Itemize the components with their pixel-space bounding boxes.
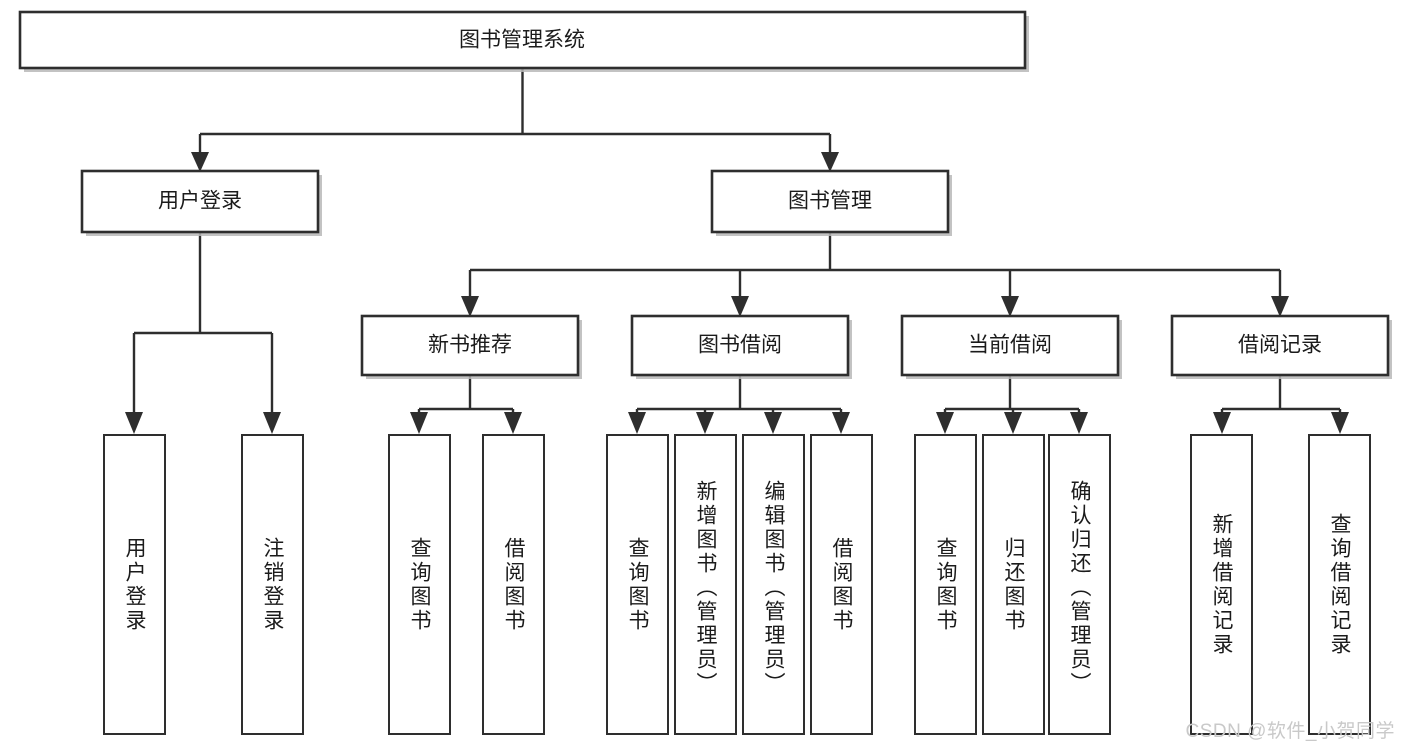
arrowhead-leaf-query-record: [1331, 412, 1349, 434]
leaf-node-confirm-return-admin[interactable]: 确认归还（管理员）: [1048, 434, 1111, 735]
borrow-record-rect: [1170, 314, 1390, 377]
node-root-system[interactable]: 图书管理系统: [18, 10, 1029, 72]
arrowhead-leaf-query-book-2: [628, 412, 646, 434]
root-rect: [18, 10, 1027, 70]
leaf-node-query-borrow-record[interactable]: 查询借阅记录: [1308, 434, 1371, 735]
book-borrow-label: 图书借阅: [698, 334, 782, 357]
leaf-node-query-book-borrow[interactable]: 查询图书: [606, 434, 669, 735]
leaf-label-add-book-admin: 新增图书（管理员）: [694, 479, 717, 696]
csdn-watermark: CSDN @软件_小贺同学: [1185, 721, 1395, 742]
arrowhead-current-borrow: [1001, 296, 1019, 317]
user-login-rect: [80, 169, 320, 234]
node-borrow-record[interactable]: 借阅记录: [1170, 314, 1392, 379]
leaf-label-user-login: 用户登录: [123, 536, 146, 633]
user-login-label: 用户登录: [158, 190, 242, 213]
arrowhead-borrow-record: [1271, 296, 1289, 317]
current-borrow-label: 当前借阅: [968, 334, 1052, 357]
leaf-node-query-book-current[interactable]: 查询图书: [914, 434, 977, 735]
arrowhead-new-book-rec: [461, 296, 479, 317]
leaf-label-query-borrow-record: 查询借阅记录: [1328, 512, 1351, 657]
leaf-label-logout: 注销登录: [261, 536, 284, 633]
root-label: 图书管理系统: [459, 29, 585, 52]
arrowhead-leaf-confirm-return: [1070, 412, 1088, 434]
arrowhead-leaf-logout: [263, 412, 281, 434]
leaf-node-add-book-admin[interactable]: 新增图书（管理员）: [674, 434, 737, 735]
leaf-node-query-book-newbook[interactable]: 查询图书: [388, 434, 451, 735]
arrowhead-book-borrow: [731, 296, 749, 317]
leaf-label-edit-book-admin: 编辑图书（管理员）: [762, 479, 785, 696]
leaf-label-confirm-return-admin: 确认归还（管理员）: [1068, 479, 1091, 696]
leaf-node-borrow-book-borrow[interactable]: 借阅图书: [810, 434, 873, 735]
leaf-label-return-book: 归还图书: [1002, 536, 1025, 633]
borrow-record-label: 借阅记录: [1238, 334, 1322, 357]
arrowhead-leaf-borrow-book-2: [832, 412, 850, 434]
arrowhead-leaf-add-record: [1213, 412, 1231, 434]
leaf-label-borrow-book-2: 借阅图书: [830, 536, 853, 633]
arrowhead-leaf-return-book: [1004, 412, 1022, 434]
leaf-label-query-book-1: 查询图书: [408, 536, 431, 633]
arrowhead-leaf-edit-book: [764, 412, 782, 434]
node-book-management[interactable]: 图书管理: [710, 169, 952, 236]
leaf-node-return-book[interactable]: 归还图书: [982, 434, 1045, 735]
node-new-book-recommend[interactable]: 新书推荐: [360, 314, 582, 379]
book-borrow-rect: [630, 314, 850, 377]
arrowhead-leaf-query-book-3: [936, 412, 954, 434]
arrowhead-leaf-user-login: [125, 412, 143, 434]
new-book-label: 新书推荐: [428, 334, 512, 357]
leaf-label-add-borrow-record: 新增借阅记录: [1210, 512, 1233, 657]
leaf-node-user-login[interactable]: 用户登录: [103, 434, 166, 735]
node-user-login[interactable]: 用户登录: [80, 169, 322, 236]
book-mgmt-rect: [710, 169, 950, 234]
node-book-borrow[interactable]: 图书借阅: [630, 314, 852, 379]
arrowhead-user-login: [191, 152, 209, 172]
leaf-node-add-borrow-record[interactable]: 新增借阅记录: [1190, 434, 1253, 735]
leaf-node-edit-book-admin[interactable]: 编辑图书（管理员）: [742, 434, 805, 735]
new-book-rect: [360, 314, 580, 377]
leaf-label-query-book-2: 查询图书: [626, 536, 649, 633]
current-borrow-rect: [900, 314, 1120, 377]
connector-group: [125, 68, 1349, 434]
arrowhead-leaf-add-book: [696, 412, 714, 434]
leaf-label-query-book-3: 查询图书: [934, 536, 957, 633]
book-mgmt-label: 图书管理: [788, 190, 872, 213]
leaf-node-logout[interactable]: 注销登录: [241, 434, 304, 735]
node-current-borrow[interactable]: 当前借阅: [900, 314, 1122, 379]
arrowhead-leaf-query-book-1: [410, 412, 428, 434]
leaf-label-borrow-book-1: 借阅图书: [502, 536, 525, 633]
leaf-node-borrow-book-newbook[interactable]: 借阅图书: [482, 434, 545, 735]
arrowhead-leaf-borrow-book-1: [504, 412, 522, 434]
arrowhead-book-mgmt: [821, 152, 839, 172]
